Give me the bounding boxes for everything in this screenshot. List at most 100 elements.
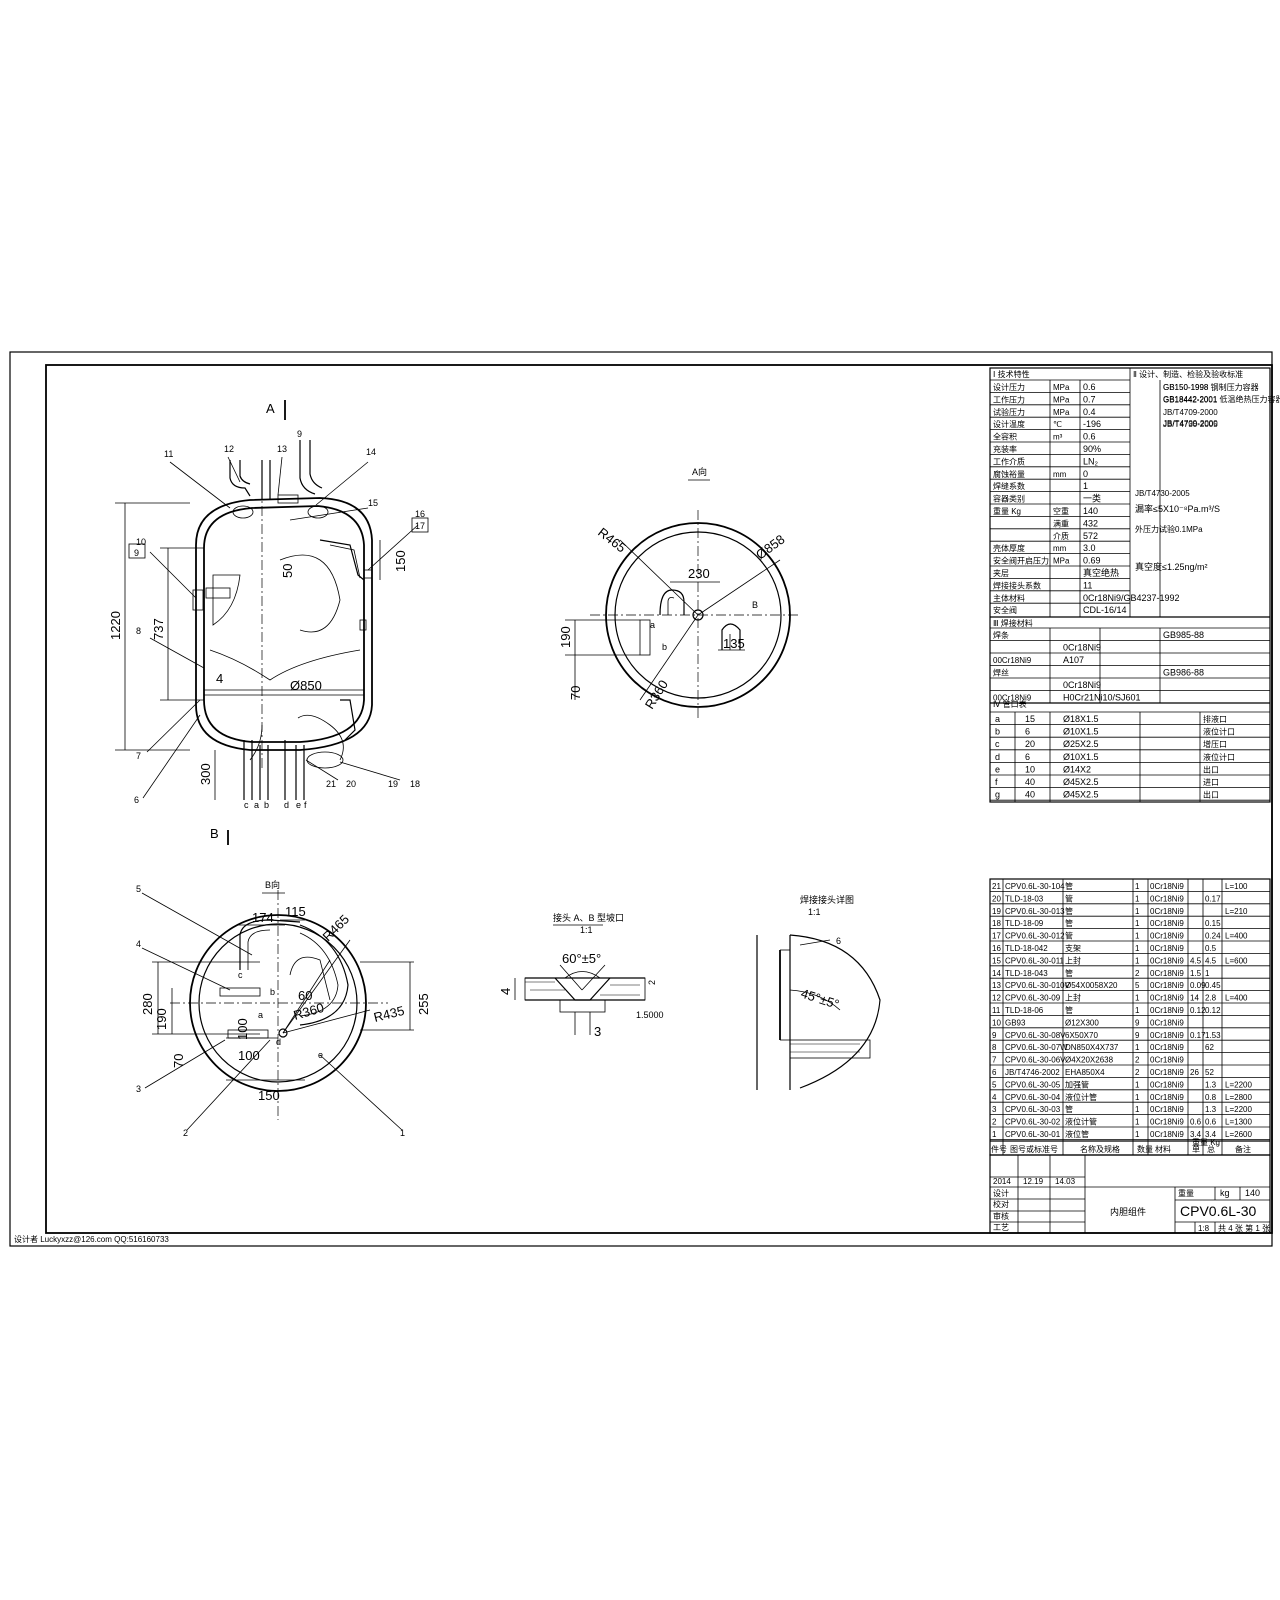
tech-row-value: CDL-16/14 — [1083, 605, 1127, 615]
nozzle-purpose: 出口 — [1203, 790, 1219, 800]
weld2-dim-6: 6 — [836, 936, 841, 946]
weld1-angle: 60°±5° — [562, 951, 601, 966]
tech-row-value: -196 — [1083, 419, 1101, 429]
parts-cell: 1 — [1135, 882, 1140, 891]
view-b-balloon-3: 3 — [136, 1084, 141, 1094]
view-a: A向 R465 Ø858 230 190 70 135 R360 a b B — [558, 466, 800, 720]
balloon-7: 7 — [136, 751, 141, 761]
parts-header: 图号或标准号 — [1010, 1144, 1058, 1154]
parts-cell: 1 — [1135, 1080, 1140, 1089]
parts-cell: 0.12 — [1190, 1006, 1206, 1015]
parts-cell: TLD-18-06 — [1005, 1006, 1044, 1015]
parts-weight-header: 重量 Kg — [1192, 1137, 1220, 1147]
balloon-14: 14 — [366, 447, 376, 457]
tech-row-label: 壳体厚度 — [993, 543, 1025, 553]
tech-row-label: 设计温度 — [993, 419, 1025, 429]
tech-row-label: 焊接接头系数 — [993, 580, 1041, 590]
nozzle-purpose: 增压口 — [1203, 739, 1227, 749]
tb-role-4: 工艺 — [993, 1223, 1009, 1232]
balloon-6: 6 — [134, 795, 139, 805]
parts-cell: L=600 — [1225, 956, 1248, 965]
section-b-mark: B — [210, 826, 219, 841]
tb-weight-unit: kg — [1220, 1188, 1230, 1198]
parts-cell: 0Cr18Ni9 — [1150, 1056, 1184, 1065]
tech-row-standard: JB/T4730-2005 — [1163, 420, 1218, 429]
parts-cell: 0.8 — [1205, 1093, 1217, 1102]
parts-cell: 0Cr18Ni9 — [1150, 1118, 1184, 1127]
tech-row-value: 0.4 — [1083, 407, 1096, 417]
parts-cell: 0Cr18Ni9 — [1150, 1130, 1184, 1139]
parts-cell: 52 — [1205, 1068, 1214, 1077]
parts-cell: 上封 — [1065, 955, 1081, 965]
weld-detail-2: 焊接接头详图 1:1 45°±5° 6 — [756, 894, 881, 1090]
tech-note-2: GB18442-2001 低温绝热压力容器 — [1163, 394, 1280, 404]
weld1-dim-2: 2 — [647, 980, 657, 985]
view-b-dim-190: 190 — [154, 1008, 169, 1030]
parts-cell: CPV0.6L-30-013 — [1005, 907, 1065, 916]
balloon-8: 8 — [136, 626, 141, 636]
balloon-10: 10 — [136, 537, 146, 547]
tech-row-standard: GB18442-2001 — [1163, 395, 1218, 404]
balloon-19: 19 — [388, 779, 398, 789]
parts-cell: 1 — [1135, 907, 1140, 916]
parts-cell: 17 — [992, 932, 1001, 941]
parts-cell: TLD-18-043 — [1005, 969, 1048, 978]
view-b-dim-280: 280 — [140, 993, 155, 1015]
material-row-b: A107 — [1063, 655, 1084, 665]
parts-cell: 14 — [1190, 994, 1199, 1003]
tb-name: 内胆组件 — [1110, 1206, 1146, 1217]
balloon-13: 13 — [277, 444, 287, 454]
nozzle-letter: f — [995, 777, 998, 787]
parts-cell: 1.3 — [1205, 1105, 1217, 1114]
view-b-title: B向 — [265, 879, 280, 890]
tech-row-unit: m³ — [1053, 433, 1063, 442]
parts-cell: 5 — [1135, 981, 1140, 990]
material-row-a: 焊条 — [993, 630, 1009, 640]
weld-detail-1: 接头 A、B 型坡口 1:1 60°±5° 4 2 3 1.5000 — [498, 912, 664, 1039]
material-row-a: 00Cr18Ni9 — [993, 694, 1032, 703]
dim-300: 300 — [198, 763, 213, 785]
parts-cell: 支架 — [1065, 943, 1081, 953]
parts-cell: 19 — [992, 907, 1001, 916]
parts-cell: 16 — [992, 944, 1001, 953]
parts-cell: 0.12 — [1205, 1006, 1221, 1015]
material-row-a: 00Cr18Ni9 — [993, 656, 1032, 665]
tech-row-value: 432 — [1083, 518, 1098, 528]
tech-row-label: 焊缝系数 — [993, 481, 1025, 491]
view-b-dim-100-h: 100 — [238, 1048, 260, 1063]
tb-date-3: 14.03 — [1055, 1177, 1076, 1186]
view-a-title: A向 — [692, 466, 707, 477]
view-b-dim-70: 70 — [171, 1054, 186, 1068]
nozzle-letter: c — [995, 739, 1000, 749]
tech-row-label: 夹层 — [993, 568, 1009, 578]
balloon-17: 17 — [415, 521, 425, 531]
parts-cell: 2 — [1135, 969, 1140, 978]
parts-cell: 5 — [992, 1080, 997, 1089]
parts-cell: 2.8 — [1205, 994, 1217, 1003]
tech-row-label: 试验压力 — [993, 407, 1025, 417]
tb-role-2: 校对 — [993, 1199, 1009, 1209]
material-row-c: GB986-88 — [1163, 668, 1204, 678]
tech-note-3: JB/T4709-2000 — [1163, 419, 1218, 428]
footer-text: 设计者 Luckyxzz@126.com QQ:516160733 — [14, 1234, 169, 1244]
parts-cell: 加强管 — [1065, 1079, 1089, 1089]
view-a-dim-230: 230 — [688, 566, 710, 581]
tb-date-2: 12.19 — [1023, 1177, 1044, 1186]
parts-cell: 4.5 — [1205, 956, 1217, 965]
parts-cell: 13 — [992, 981, 1001, 990]
parts-cell: 14 — [992, 969, 1001, 978]
tech-row-unit: 满重 — [1053, 518, 1069, 528]
nozzle-letter: e — [995, 764, 1000, 774]
parts-cell: L=100 — [1225, 882, 1248, 891]
parts-cell: 0Cr18Ni9 — [1150, 981, 1184, 990]
dim-50: 50 — [280, 564, 295, 578]
parts-cell: 1.53 — [1205, 1031, 1221, 1040]
parts-cell: CPV0.6L-30-03 — [1005, 1105, 1061, 1114]
parts-cell: 3 — [992, 1105, 997, 1114]
view-a-dim-190: 190 — [558, 626, 573, 648]
tech-row-value: 真空绝热 — [1083, 567, 1119, 578]
parts-cell: 管 — [1065, 968, 1073, 978]
tech-note-4: JB/T4730-2005 — [1135, 489, 1190, 498]
nozzle-letter: b — [995, 727, 1000, 737]
